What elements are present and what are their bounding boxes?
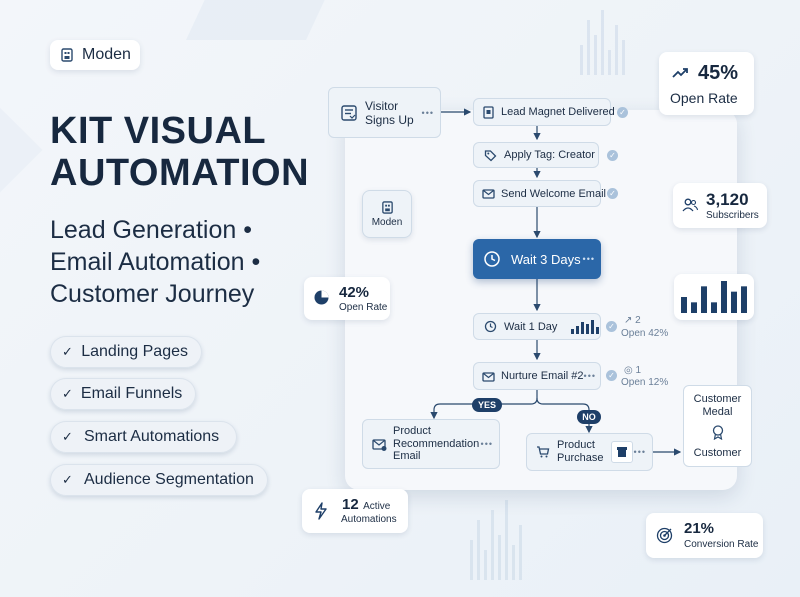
mini-bar-chart-card — [674, 274, 754, 320]
subtitle: Lead Generation • Email Automation • Cus… — [50, 216, 261, 308]
more-icon[interactable]: ••• — [480, 439, 493, 449]
mini-chart-bar — [731, 291, 737, 313]
stat-open-rate-left: 42% Open Rate — [304, 277, 390, 320]
nurture-stat-count: ◎ 1 — [624, 365, 642, 376]
feature-pill-smart-automations: ✓Smart Automations — [50, 421, 237, 453]
trend-up-icon — [672, 68, 688, 78]
mini-bar-chart — [681, 281, 747, 313]
trigger-visitor-signs-up[interactable]: Visitor Signs Up ••• — [328, 87, 441, 138]
step-product-purchase[interactable]: Product Purchase ••• — [526, 433, 653, 471]
clock-icon — [482, 319, 498, 335]
brand-name: Moden — [82, 46, 131, 63]
building-icon — [61, 48, 73, 62]
storefront-icon — [611, 441, 634, 463]
nurture-stat-label: Open 12% — [621, 377, 669, 388]
mini-chart-bar — [681, 297, 687, 313]
check-circle-icon: ✓ — [607, 188, 618, 199]
more-icon[interactable]: ••• — [582, 254, 595, 264]
check-circle-icon: ✓ — [606, 321, 617, 332]
background-bars — [580, 10, 625, 75]
stat-open-rate-top: 45% Open Rate — [659, 52, 754, 115]
feature-pill-audience-segmentation: ✓Audience Segmentation — [50, 464, 268, 496]
background-shape — [0, 107, 43, 193]
mini-chart-bar — [741, 286, 747, 313]
mini-bars-icon — [571, 319, 600, 334]
background-bars — [470, 500, 522, 580]
building-icon — [381, 200, 393, 214]
users-icon — [682, 198, 698, 212]
mail-icon — [482, 368, 495, 384]
target-icon — [656, 527, 673, 544]
more-icon[interactable]: ••• — [583, 371, 596, 381]
medal-icon — [710, 424, 726, 443]
step-wait-3-days[interactable]: Wait 3 Days ••• — [473, 239, 601, 279]
mini-chart-bar — [701, 286, 707, 313]
stat-conversion-rate: 21% Conversion Rate — [646, 513, 763, 558]
step-product-recommendation-email[interactable]: Product Recommendation Email ••• — [362, 419, 500, 469]
tag-icon — [482, 147, 498, 163]
step-send-welcome-email[interactable]: Send Welcome Email — [473, 180, 606, 207]
branch-no-label: NO — [577, 410, 601, 424]
page-title: KIT VISUAL AUTOMATION — [50, 110, 310, 194]
check-circle-icon: ✓ — [606, 370, 617, 381]
feature-pill-email-funnels: ✓Email Funnels — [50, 378, 196, 410]
check-icon: ✓ — [62, 429, 73, 444]
branch-yes-label: YES — [472, 398, 502, 412]
mini-chart-bar — [691, 302, 697, 313]
clock-icon — [483, 250, 501, 268]
step-apply-tag[interactable]: Apply Tag: Creator — [473, 142, 599, 168]
mini-chart-bar — [721, 281, 727, 313]
mail-star-icon — [371, 436, 387, 452]
stat-subscribers: 3,120 Subscribers — [673, 183, 767, 228]
more-icon[interactable]: ••• — [633, 447, 646, 457]
brand-badge: Moden — [362, 190, 412, 238]
check-circle-icon: ✓ — [617, 107, 628, 118]
brand-logo: Moden — [50, 40, 140, 70]
pie-icon — [314, 290, 329, 305]
feature-pill-landing-pages: ✓Landing Pages — [50, 336, 202, 368]
stat-active-automations: 12 Active Automations — [302, 489, 408, 533]
bolt-icon — [315, 502, 327, 520]
check-icon: ✓ — [62, 344, 73, 359]
wait1-stat-count: ↗ 2 — [624, 315, 641, 326]
step-wait-1-day[interactable]: Wait 1 Day — [473, 313, 601, 340]
wait1-stat-label: Open 42% — [621, 328, 669, 339]
step-nurture-email[interactable]: Nurture Email #2 ••• — [473, 362, 601, 390]
mini-chart-bar — [711, 302, 717, 313]
check-icon: ✓ — [62, 386, 73, 401]
document-icon — [482, 104, 495, 120]
more-icon[interactable]: ••• — [421, 107, 434, 118]
cart-icon — [535, 444, 551, 460]
form-icon — [339, 103, 359, 123]
check-icon: ✓ — [62, 472, 73, 487]
step-customer-medal[interactable]: Customer Medal Customer — [683, 385, 752, 467]
check-circle-icon: ✓ — [607, 150, 618, 161]
background-shape — [186, 0, 334, 40]
step-lead-magnet-delivered[interactable]: Lead Magnet Delivered — [473, 98, 615, 126]
mail-icon — [482, 186, 495, 202]
